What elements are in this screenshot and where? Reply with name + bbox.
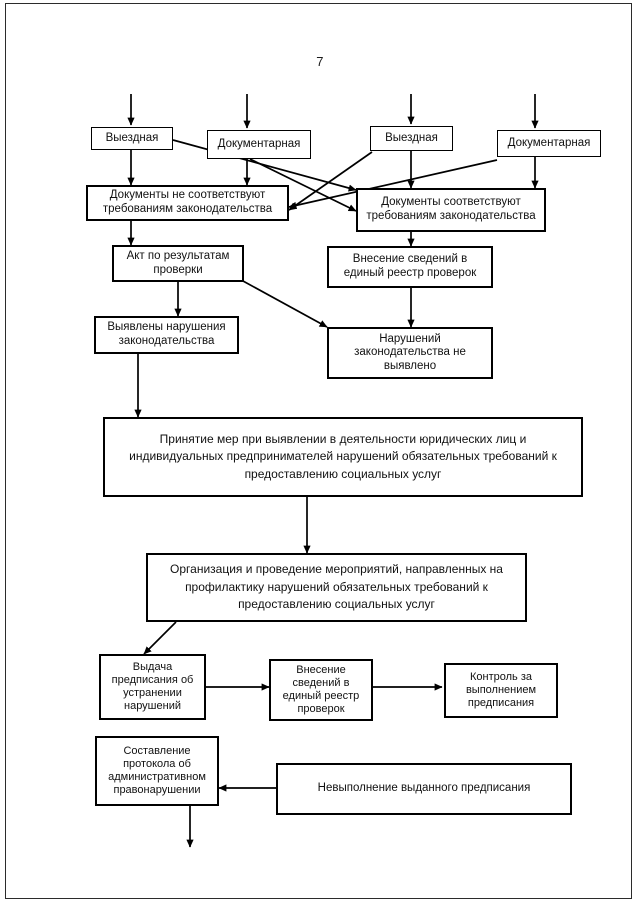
node-label: Нарушений законодательства не выявлено (354, 332, 466, 372)
node-label: Выездная (385, 131, 438, 144)
node-label: Составление протокола об административно… (108, 745, 206, 796)
node-order-not-fulfilled[interactable]: Невыполнение выданного предписания (276, 763, 572, 815)
node-label: Внесение сведений в единый реестр провер… (282, 664, 360, 715)
node-registry-entry-top[interactable]: Внесение сведений в единый реестр провер… (327, 246, 493, 288)
node-label: Документы не соответствуют требованиям з… (102, 189, 273, 215)
node-registry-entry-bottom[interactable]: Внесение сведений в единый реестр провер… (269, 659, 373, 721)
page-number: 7 (316, 54, 324, 69)
node-label: Организация и проведение мероприятий, на… (170, 562, 503, 612)
edge-n4-n5 (288, 159, 498, 209)
node-label: Контроль за выполнением предписания (465, 671, 537, 709)
edge-n3-n5 (288, 151, 373, 211)
node-administrative-protocol[interactable]: Составление протокола об административно… (95, 736, 219, 806)
node-label: Документарная (217, 137, 301, 150)
node-vyezdnaya-1[interactable]: Выездная (91, 127, 173, 150)
edge-n12-n13 (143, 621, 177, 655)
node-label: Документы соответствуют требованиям зако… (366, 196, 536, 222)
node-vyezdnaya-2[interactable]: Выездная (370, 126, 453, 151)
node-documents-compliant[interactable]: Документы соответствуют требованиям зако… (356, 188, 546, 232)
node-label: Выдача предписания об устранении нарушен… (111, 661, 194, 712)
node-label: Принятие мер при выявлении в деятельност… (129, 431, 557, 481)
node-label: Документарная (507, 136, 591, 149)
node-prevention-activities[interactable]: Организация и проведение мероприятий, на… (146, 553, 527, 622)
node-violations-found[interactable]: Выявлены нарушения законодательства (94, 316, 239, 354)
node-label: Внесение сведений в единый реестр провер… (343, 253, 477, 279)
node-documents-not-compliant[interactable]: Документы не соответствуют требованиям з… (86, 185, 289, 221)
node-measures-on-violations[interactable]: Принятие мер при выявлении в деятельност… (103, 417, 583, 497)
node-label: Акт по результатам проверки (126, 249, 230, 276)
node-label: Выездная (105, 131, 159, 144)
node-no-violations[interactable]: Нарушений законодательства не выявлено (327, 327, 493, 379)
node-label: Невыполнение выданного предписания (317, 782, 531, 795)
node-dokumentarnaya-1[interactable]: Документарная (207, 130, 311, 159)
node-dokumentarnaya-2[interactable]: Документарная (497, 130, 601, 157)
edge-n2-n6 (249, 158, 357, 212)
node-order-compliance-control[interactable]: Контроль за выполнением предписания (444, 663, 558, 718)
node-label: Выявлены нарушения законодательства (107, 321, 226, 347)
edge-n7-n10 (242, 280, 328, 328)
node-issue-order[interactable]: Выдача предписания об устранении нарушен… (99, 654, 206, 720)
node-inspection-act[interactable]: Акт по результатам проверки (112, 245, 244, 282)
edge-n1-n6 (172, 139, 357, 192)
